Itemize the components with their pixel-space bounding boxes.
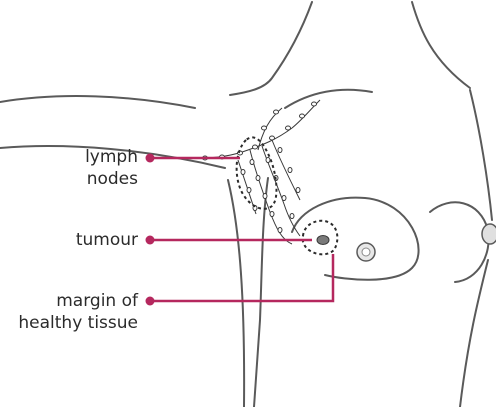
- leader-dots: [146, 154, 155, 306]
- margin-label: margin of healthy tissue: [18, 290, 138, 334]
- tumour-label-text: tumour: [76, 229, 138, 251]
- nipple-left: [357, 243, 375, 261]
- lymph-nodes-dot: [146, 154, 155, 163]
- margin-dot: [146, 297, 155, 306]
- lymph-nodes-label-line2: nodes: [85, 168, 138, 190]
- lymph-nodes-label: lymph nodes: [85, 146, 138, 190]
- nipple-right: [482, 224, 496, 244]
- tumour-dot: [146, 236, 155, 245]
- lymph-vessels: [200, 100, 320, 244]
- tumour-label: tumour: [76, 229, 138, 251]
- margin-label-line2: healthy tissue: [18, 312, 138, 334]
- margin-label-line1: margin of: [18, 290, 138, 312]
- lymph-nodes-label-line1: lymph: [85, 146, 138, 168]
- tumour-mark: [317, 236, 329, 245]
